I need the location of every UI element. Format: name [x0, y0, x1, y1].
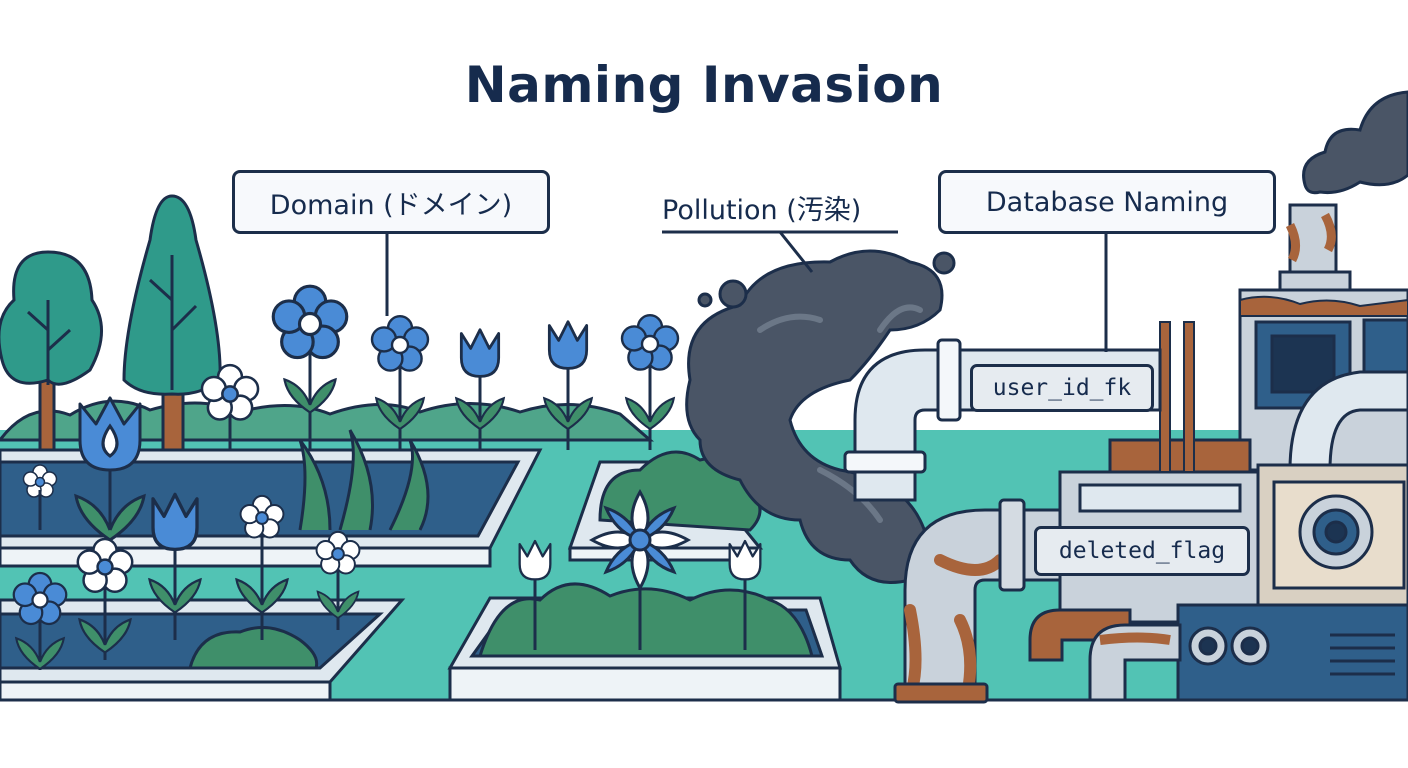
page-title: Naming Invasion — [464, 56, 944, 114]
database-naming-label: Database Naming — [938, 170, 1276, 234]
chimney-smoke — [1302, 90, 1408, 195]
deleted-flag-tag: deleted_flag — [1034, 526, 1250, 576]
flowers-top-row — [200, 284, 680, 460]
lower-pipe — [893, 498, 1182, 704]
pollution-leader-line — [778, 231, 814, 273]
user-id-fk-tag: user_id_fk — [970, 364, 1154, 412]
flowers-bed-left — [12, 396, 361, 671]
raised-bed-front-middle — [447, 488, 842, 702]
raised-bed-lower — [0, 598, 406, 702]
pollution-label: Pollution (汚染) — [662, 195, 862, 226]
round-tree — [0, 250, 103, 462]
tall-cypress-tree — [122, 194, 222, 462]
domain-label: Domain (ドメイン) — [232, 170, 550, 234]
